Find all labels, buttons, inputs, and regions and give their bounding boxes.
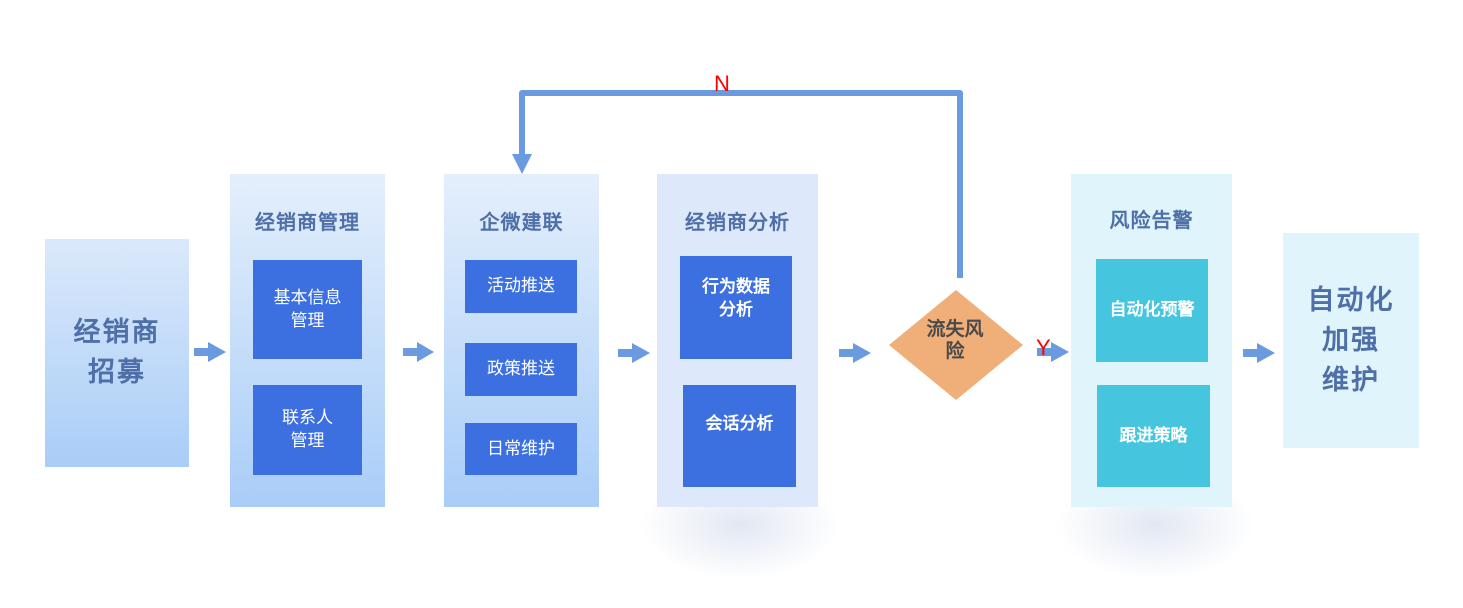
analysis-item-behavior-data[interactable]: 行为数据 分析: [680, 256, 792, 359]
arrow-4: [839, 343, 871, 363]
stage-analysis: 经销商分析 行为数据 分析 会话分析: [657, 174, 818, 507]
arrow-5: [1037, 342, 1069, 362]
wecom-title: 企微建联: [479, 210, 564, 234]
decision-diamond[interactable]: [889, 290, 1023, 400]
wecom-item-policy-push[interactable]: 政策推送: [465, 343, 577, 396]
stage-wecom: 企微建联 活动推送 政策推送 日常维护: [444, 174, 599, 507]
management-item-basic-info[interactable]: 基本信息 管理: [253, 260, 362, 359]
alert-title: 风险告警: [1109, 208, 1194, 232]
feedback-loop-line: [519, 90, 963, 278]
management-item-contacts[interactable]: 联系人 管理: [253, 385, 362, 475]
alert-item-follow-up[interactable]: 跟进策略: [1097, 385, 1210, 487]
yes-branch-label: Y: [1036, 335, 1051, 360]
arrow-2: [403, 342, 434, 362]
stage-maintenance: 自动化 加强 维护: [1283, 233, 1419, 448]
stage-management: 经销商管理 基本信息 管理 联系人 管理: [230, 174, 385, 507]
alert-item-auto-warning[interactable]: 自动化预警: [1096, 259, 1208, 362]
arrow-6: [1243, 343, 1275, 363]
maintenance-label: 自动化 加强 维护: [1307, 284, 1395, 396]
wecom-item-daily-maintenance[interactable]: 日常维护: [465, 423, 577, 475]
no-branch-label: N: [714, 71, 730, 96]
feedback-loop-arrowhead: [512, 154, 532, 174]
decision-label: 流失风 险: [926, 318, 984, 362]
recruitment-label: 经销商 招募: [73, 317, 161, 388]
stage-recruitment: 经销商 招募: [45, 239, 189, 467]
analysis-title: 经销商分析: [685, 210, 790, 234]
stage-alert: 风险告警 自动化预警 跟进策略: [1071, 174, 1232, 507]
analysis-item-conversation[interactable]: 会话分析: [683, 385, 796, 487]
arrow-3: [618, 343, 650, 363]
management-title: 经销商管理: [255, 210, 360, 234]
wecom-item-activity-push[interactable]: 活动推送: [465, 260, 577, 313]
arrow-1: [194, 342, 226, 362]
